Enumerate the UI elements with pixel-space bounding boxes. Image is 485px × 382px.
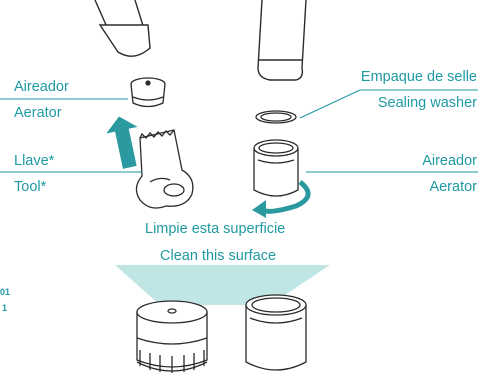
sealing-washer (255, 110, 297, 124)
housing-bottom-right (245, 294, 307, 371)
aerator-small-left (130, 77, 166, 108)
label-aerator-left-es: Aireador (14, 79, 69, 95)
label-clean-en: Clean this surface (160, 248, 277, 264)
label-clean-es: Limpie esta superficie (145, 221, 286, 237)
label-tool-en: Tool* (14, 179, 47, 195)
rotate-arrow-head (252, 200, 266, 218)
code-line-1: 01 (0, 287, 11, 297)
code-line-2: 1 (2, 303, 8, 313)
label-aerator-right-es: Aireador (422, 153, 477, 169)
label-tool-es: Llave* (14, 153, 55, 169)
label-aerator-right-en: Aerator (429, 179, 477, 195)
label-washer-es: Empaque de selle (360, 69, 477, 85)
rotate-arrow (260, 180, 311, 214)
tool-wrench (135, 129, 194, 209)
left-faucet-spout (94, 0, 151, 57)
label-washer-en: Sealing washer (377, 95, 477, 111)
aerator-cylinder-right (253, 139, 299, 197)
leader-washer-angled (299, 89, 361, 119)
right-faucet-spout (257, 0, 307, 81)
up-arrow (106, 116, 138, 169)
label-aerator-left-en: Aerator (14, 105, 62, 121)
aerator-bottom-left (136, 300, 208, 373)
